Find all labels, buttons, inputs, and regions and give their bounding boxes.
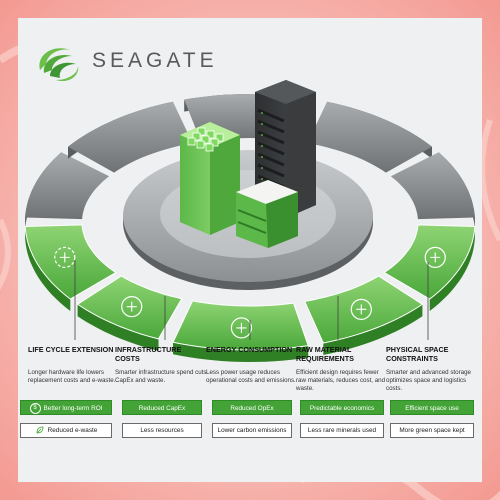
green-ring-segment — [24, 224, 117, 300]
grey-ring-segment — [390, 152, 475, 220]
column-title: ENERGY CONSUMPTION — [206, 345, 293, 354]
green-ring-segment — [76, 275, 183, 340]
secondary-benefit: Less resources — [122, 423, 202, 438]
secondary-benefit: Less rare minerals used — [300, 423, 384, 438]
column-title: RAW MATERIAL REQUIREMENTS — [296, 345, 354, 363]
secondary-benefit: More green space kept — [390, 423, 474, 438]
column-title: LIFE CYCLE EXTENSION — [28, 345, 114, 354]
column-title: INFRASTRUCTURE COSTS — [115, 345, 182, 363]
brand-logo: SEAGATE — [32, 40, 222, 90]
secondary-benefit: Lower carbon emissions — [212, 423, 292, 438]
column-description: Efficient design requires fewer raw mate… — [296, 369, 386, 392]
grey-ring-segment — [25, 152, 110, 220]
green-server-tower — [180, 122, 240, 235]
gear-cycle-icon — [54, 246, 76, 268]
primary-benefit: Predictable economics — [300, 400, 384, 415]
compress-arrows-icon — [424, 246, 446, 268]
column-title: PHYSICAL SPACE CONSTRAINTS — [386, 345, 449, 363]
column-description: Less power usage reduces operational cos… — [206, 369, 296, 384]
grey-ring-segment — [68, 101, 193, 173]
drive-enclosure — [236, 180, 298, 248]
grey-ring-segment — [307, 101, 432, 173]
green-ring-segment — [172, 300, 309, 351]
primary-benefit: Reduced OpEx — [212, 400, 292, 415]
leaf-icon — [36, 426, 44, 434]
energy-recycle-icon — [230, 317, 253, 339]
seagate-swirl-icon — [39, 48, 79, 82]
column-description: Smarter infrastructure spend cuts CapEx … — [115, 369, 207, 384]
primary-benefit: $Better long-term ROI — [20, 400, 112, 415]
column-description: Smarter and advanced storage optimizes s… — [386, 369, 471, 392]
primary-benefit: Reduced CapEx — [122, 400, 202, 415]
material-hand-icon — [350, 298, 372, 320]
money-hand-icon — [121, 296, 143, 318]
primary-benefit: Efficient space use — [390, 400, 474, 415]
dollar-circle-icon: $ — [29, 402, 41, 414]
brand-name: SEAGATE — [92, 49, 218, 72]
green-ring-segment — [383, 224, 476, 300]
column-description: Longer hardware life lowers replacement … — [28, 369, 116, 384]
secondary-benefit: Reduced e-waste — [20, 423, 112, 438]
